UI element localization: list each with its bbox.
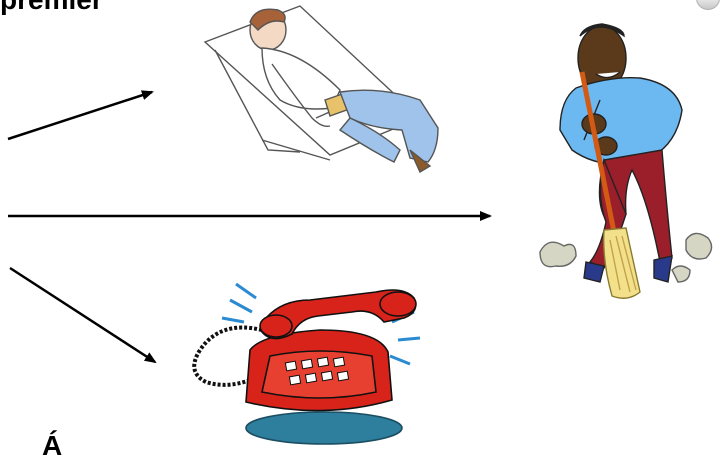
sweeping-man-clipart xyxy=(540,24,712,298)
arrow-up-right xyxy=(8,92,152,139)
bottom-text-fragment: Á xyxy=(42,432,62,460)
arrow-down-right xyxy=(10,268,155,362)
ringing-phone-clipart xyxy=(194,284,420,444)
slide-illustration xyxy=(0,0,724,450)
resting-man-clipart xyxy=(205,6,438,172)
